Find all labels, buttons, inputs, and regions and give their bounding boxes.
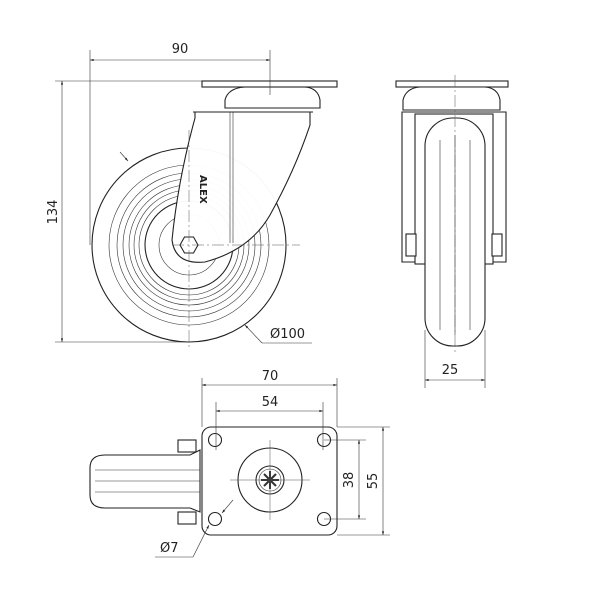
side-view: 25 xyxy=(395,75,509,388)
dim-134-label: 134 xyxy=(46,200,61,225)
dimension-swivel-offset: 90 xyxy=(89,42,271,245)
bottom-view: 70 54 38 55 Ø7 xyxy=(89,369,390,558)
dim-70-label: 70 xyxy=(262,369,279,384)
dimension-wheel-width: 25 xyxy=(424,330,486,388)
dim-7-label: Ø7 xyxy=(160,541,179,556)
swivel-head xyxy=(224,86,321,109)
dimension-hole-spacing-long: 54 xyxy=(215,395,324,450)
dim-90-label: 90 xyxy=(172,42,189,57)
dim-100-label: Ø100 xyxy=(270,327,305,342)
dim-55-label: 55 xyxy=(366,473,381,490)
front-view: ALEX 90 134 Ø100 xyxy=(46,42,338,350)
dimension-wheel-diameter: Ø100 xyxy=(119,151,312,344)
dimension-overall-height: 134 xyxy=(46,80,202,343)
dim-54-label: 54 xyxy=(262,395,279,410)
dim-38-label: 38 xyxy=(342,472,357,489)
fork: ALEX xyxy=(171,111,313,263)
dimension-hole-diameter: Ø7 xyxy=(155,499,234,558)
alex-logo: ALEX xyxy=(197,175,208,204)
dimension-plate-width: 55 xyxy=(337,426,390,536)
dim-25-label: 25 xyxy=(442,363,459,378)
dimension-hole-spacing-short: 38 xyxy=(324,439,366,520)
top-plate xyxy=(201,80,338,88)
dimension-plate-length: 70 xyxy=(201,369,338,427)
